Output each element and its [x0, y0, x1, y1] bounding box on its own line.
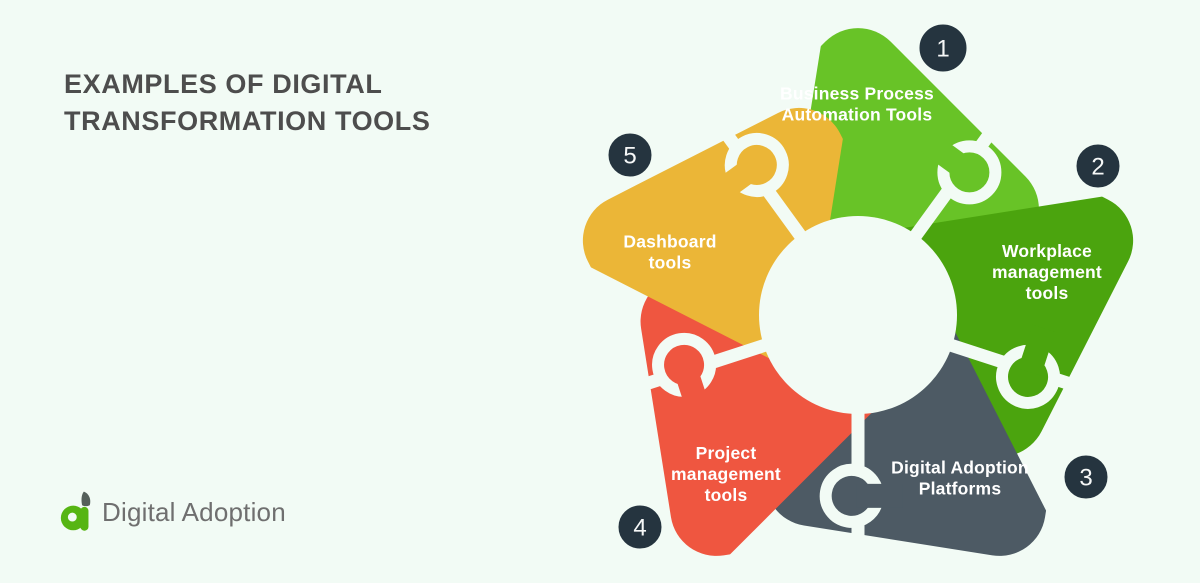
badge-number-2: 2: [1091, 154, 1104, 181]
center-circle: [759, 216, 957, 414]
knob-neck-5: [708, 158, 760, 205]
badge-circle-2: [1071, 139, 1125, 193]
piece-knob-3: [819, 463, 903, 528]
knob-neck-1: [921, 132, 973, 180]
badge-number-3: 3: [1079, 465, 1092, 492]
logo-wordmark: Digital Adoption: [102, 496, 286, 527]
page-title-line-2: TRANSFORMATION TOOLS: [64, 106, 431, 136]
knob-neck-2: [1018, 324, 1056, 376]
badge-circle-3: [1059, 450, 1113, 504]
badge-number-5: 5: [623, 143, 636, 170]
page-title: EXAMPLES OF DIGITAL TRANSFORMATION TOOLS: [64, 66, 430, 140]
badge-number-1: 1: [936, 36, 949, 63]
badge-circle-5: [603, 128, 657, 182]
piece-knob-2: [996, 324, 1061, 409]
badge-circle-1: [914, 19, 972, 77]
knob-neck-4: [674, 365, 712, 418]
badge-2: 2: [1071, 139, 1125, 193]
badge-1: 1: [914, 19, 972, 77]
knob-circle-3: [819, 463, 884, 528]
piece-knob-4: [652, 332, 717, 418]
badge-4: 4: [613, 500, 667, 554]
badge-3: 3: [1059, 450, 1113, 504]
digital-adoption-a-leaf-icon: [60, 491, 91, 531]
knob-neck-3: [856, 483, 903, 508]
piece-knob-1: [921, 132, 1002, 205]
badge-5: 5: [603, 128, 657, 182]
digital-adoption-logo: Digital Adoption: [60, 490, 286, 534]
badge-circle-4: [613, 500, 667, 554]
piece-knob-5: [708, 132, 789, 205]
badge-number-4: 4: [633, 515, 646, 542]
page-title-line-1: EXAMPLES OF DIGITAL: [64, 69, 383, 99]
